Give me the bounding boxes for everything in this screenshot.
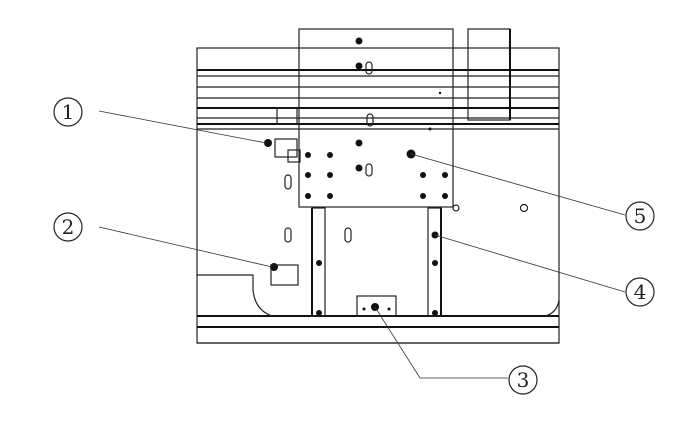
callout-label: 2: [62, 215, 75, 239]
vertical-rails: [311, 207, 442, 317]
bottom-bracket: [356, 295, 397, 317]
callout-5: 5: [410, 153, 655, 231]
callout-label: 4: [634, 280, 647, 304]
mounting-plate: [298, 28, 460, 212]
callout-4: 4: [434, 234, 655, 307]
frame: [196, 47, 560, 344]
callout-label: 3: [517, 368, 530, 392]
callout-1: 1: [53, 97, 267, 144]
callout-label: 1: [62, 100, 75, 124]
right-block: [467, 28, 511, 121]
callout-3: 3: [374, 306, 538, 395]
callout-label: 5: [634, 204, 647, 228]
callout-2: 2: [53, 212, 273, 268]
slots-and-sensors: [264, 138, 352, 286]
